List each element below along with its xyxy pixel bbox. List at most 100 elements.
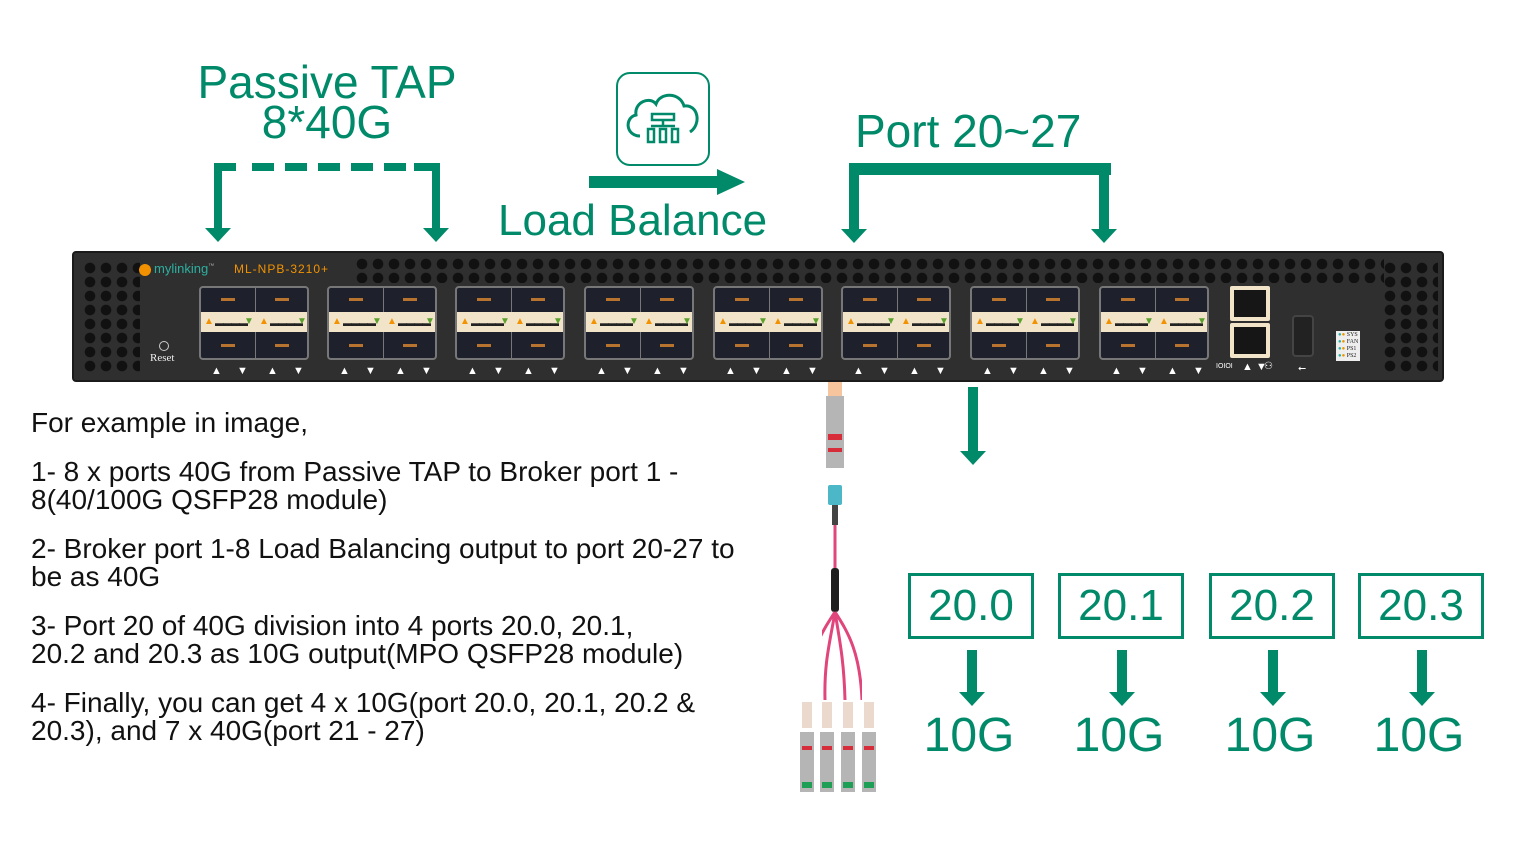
lc-connector: [822, 702, 832, 728]
bracket-dash: [252, 163, 274, 171]
fanout-housing: [831, 568, 839, 612]
link-down-icon: ▼: [553, 316, 563, 327]
port-led: [1046, 344, 1060, 347]
link-down-icon: ▼: [1197, 316, 1207, 327]
led-segments: ▬▬▬▬: [1115, 318, 1148, 328]
status-led-sys: ●● SYS: [1338, 332, 1358, 339]
bracket-right-shaft: [1099, 163, 1109, 231]
led-segments: ▬▬▬▬: [600, 318, 633, 328]
link-up-icon: ▲: [515, 316, 525, 327]
console-label: IOIOI: [1216, 363, 1233, 370]
link-down-icon: ▼: [682, 316, 692, 327]
lc-sfp-module: [800, 702, 814, 794]
status-leds: ●● SYS●● FAN●● PS1●● PS2: [1336, 331, 1361, 361]
link-up-icon: ▲: [387, 316, 397, 327]
port-number-marker: ▲: [982, 365, 993, 377]
led-orange-icon: ●: [1341, 346, 1346, 352]
breakout-port-box: 20.0: [908, 573, 1034, 639]
rj45-port-bottom[interactable]: [1230, 323, 1270, 358]
port-number-marker: ▲: [652, 365, 663, 377]
led-segments: ▬▬▬▬: [784, 318, 817, 328]
load-balance-arrow: [589, 176, 719, 188]
breakout-port-box: 20.3: [1358, 573, 1484, 639]
port-number-marker: ▲: [1167, 365, 1178, 377]
description-step: 4- Finally, you can get 4 x 10G(port 20.…: [31, 687, 696, 746]
port-number-marker: ▼: [293, 365, 304, 377]
port-led: [477, 344, 491, 347]
qsfp28-module: [826, 396, 844, 468]
usb-icon: ⭠: [1298, 363, 1306, 374]
arrow-right-icon: [717, 169, 745, 195]
led-segments: ▬▬▬▬: [1041, 318, 1074, 328]
led-orange-icon: ●: [1341, 353, 1346, 359]
qsfp-cage: ▲▬▬▬▬▼▲▬▬▬▬▼: [199, 286, 309, 360]
bracket-right-shaft: [432, 163, 440, 229]
port-led: [917, 344, 931, 347]
rj45-port-top[interactable]: [1230, 286, 1270, 321]
bracket-top: [849, 163, 1111, 175]
description-step: 3- Port 20 of 40G division into 4 ports …: [31, 610, 684, 669]
lc-connector: [843, 702, 853, 728]
port-number-marker: ▼: [751, 365, 762, 377]
port-number-marker: ▼: [1064, 365, 1075, 377]
qsfp-cage: ▲▬▬▬▬▼▲▬▬▬▬▼: [713, 286, 823, 360]
port-led: [1046, 298, 1060, 301]
bracket-dash: [384, 163, 406, 171]
led-segments: ▬▬▬▬: [655, 318, 688, 328]
led-segments: ▬▬▬▬: [398, 318, 431, 328]
link-down-icon: ▼: [1068, 316, 1078, 327]
link-down-icon: ▼: [244, 316, 254, 327]
usb-port[interactable]: [1292, 315, 1314, 357]
arrow-down-icon: [1409, 692, 1435, 706]
bracket-left-shaft: [214, 163, 222, 229]
port-led: [275, 298, 289, 301]
lc-sfp-module: [820, 702, 834, 794]
reset-label: Reset: [150, 352, 175, 364]
port-led: [789, 344, 803, 347]
link-down-icon: ▼: [372, 316, 382, 327]
port-number-marker: ▲: [853, 365, 864, 377]
link-down-icon: ▼: [1144, 316, 1154, 327]
passive-tap-label: Passive TAP 8*40G: [182, 59, 472, 145]
port-led-strip: ▲▬▬▬▬▼▲▬▬▬▬▼: [586, 312, 692, 332]
status-led-fan: ●● FAN: [1338, 339, 1358, 346]
led-green-icon: ●: [1338, 353, 1342, 359]
bracket-dash: [351, 163, 373, 171]
port-led: [660, 298, 674, 301]
link-down-icon: ▼: [811, 316, 821, 327]
link-up-icon: ▲: [975, 316, 985, 327]
link-up-icon: ▲: [204, 316, 214, 327]
trademark: ™: [208, 263, 215, 270]
breakout-speed-label: 10G: [1073, 709, 1165, 762]
port-led: [477, 298, 491, 301]
port-led: [221, 298, 235, 301]
port-led: [349, 344, 363, 347]
arrow-down-icon: [960, 451, 986, 465]
port-range-label: Port 20~27: [855, 105, 1082, 157]
breakout-arrow-shaft: [968, 387, 978, 453]
link-up-icon: ▲: [644, 316, 654, 327]
link-down-icon: ▼: [1015, 316, 1025, 327]
breakout-speed-label: 10G: [923, 709, 1015, 762]
status-led-ps2: ●● PS2: [1338, 353, 1358, 360]
port-number-marker: ▲: [1038, 365, 1049, 377]
qsfp-cage: ▲▬▬▬▬▼▲▬▬▬▬▼: [455, 286, 565, 360]
port-led: [917, 298, 931, 301]
port-led: [349, 298, 363, 301]
arrow-down-icon: [841, 229, 867, 243]
link-down-icon: ▼: [886, 316, 896, 327]
vent-top: [354, 257, 1384, 283]
link-down-icon: ▼: [500, 316, 510, 327]
arrow-down-icon: [1109, 692, 1135, 706]
led-segments: ▬▬▬▬: [986, 318, 1019, 328]
arrow-down-icon: [959, 692, 985, 706]
port-led-strip: ▲▬▬▬▬▼▲▬▬▬▬▼: [1101, 312, 1207, 332]
port-number-marker: ▼: [622, 365, 633, 377]
reset-button[interactable]: [159, 341, 169, 351]
port-led: [863, 298, 877, 301]
sfp-module: [862, 732, 876, 792]
breakout-port-box: 20.2: [1209, 573, 1335, 639]
port-number-marker: ▼: [1137, 365, 1148, 377]
status-led-label: FAN: [1346, 339, 1359, 345]
port-led-strip: ▲▬▬▬▬▼▲▬▬▬▬▼: [201, 312, 307, 332]
